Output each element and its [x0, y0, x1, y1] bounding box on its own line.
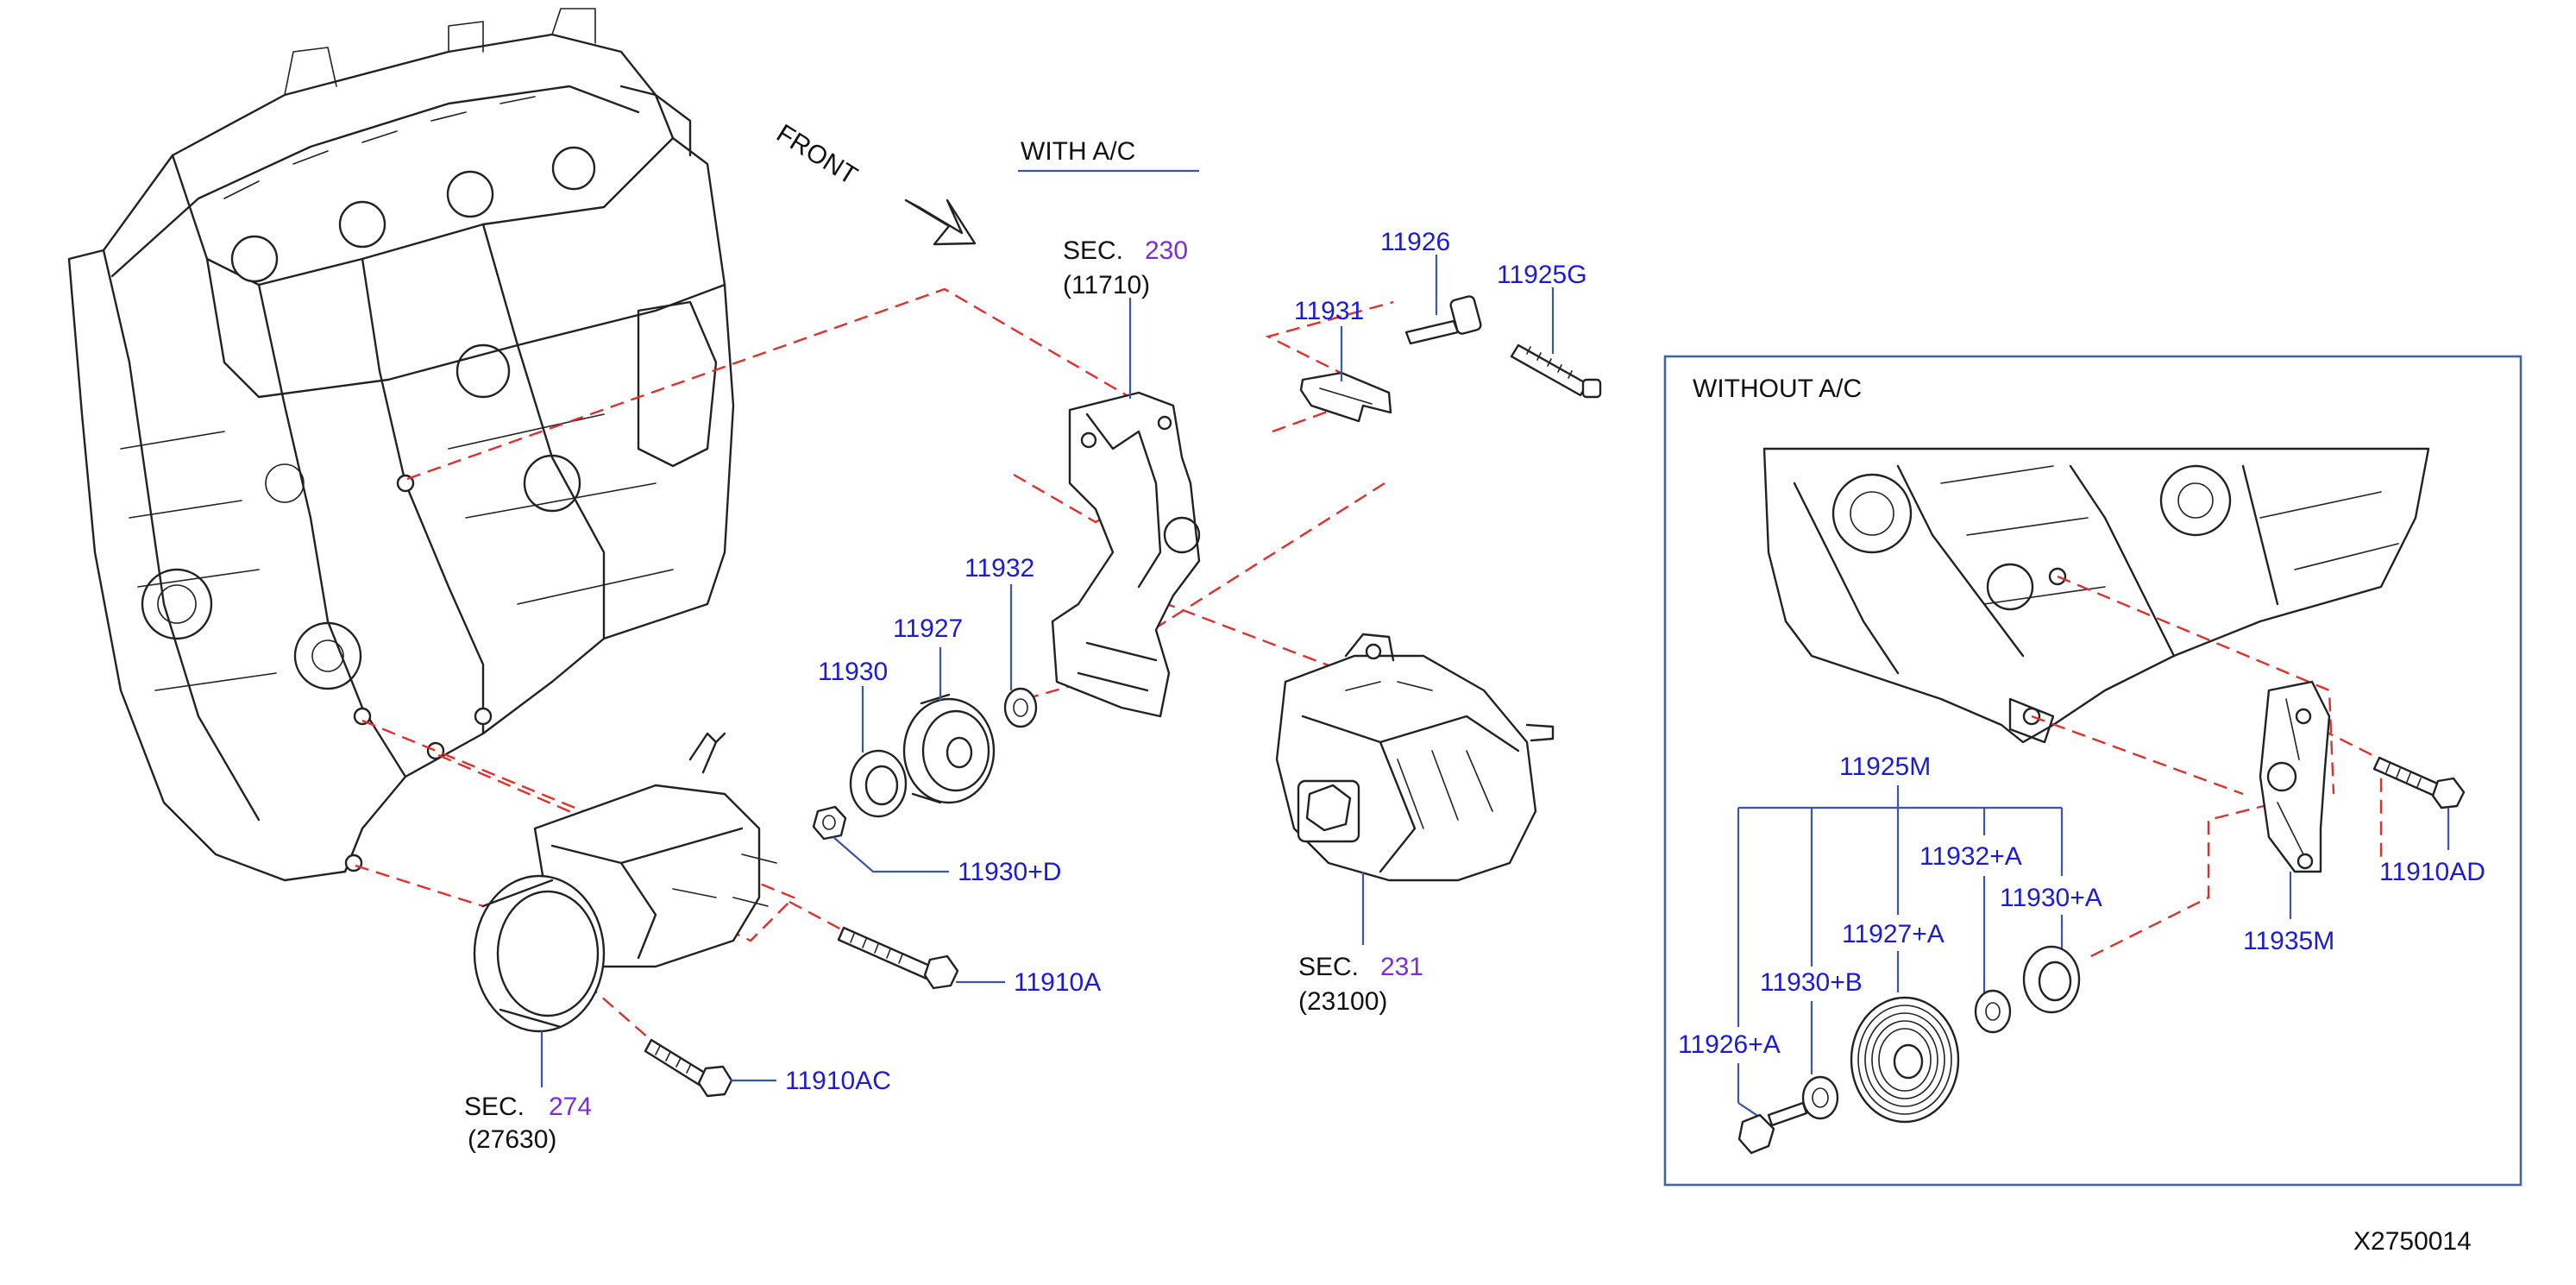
section-230-callout: SEC. 230 (11710) — [1063, 236, 1188, 299]
part-label-11931: 11931 — [1294, 297, 1364, 325]
part-label-11932-a: 11932+A — [1919, 842, 2022, 871]
part-label-11927-a: 11927+A — [1842, 920, 1945, 948]
part-label-11926-a: 11926+A — [1678, 1030, 1781, 1059]
bracket-11935m — [2259, 680, 2331, 873]
alternator — [1275, 633, 1555, 882]
engine-block-illustration — [67, 8, 735, 882]
sec-number: 230 — [1145, 236, 1188, 265]
washer-11932-a — [1974, 876, 2012, 1034]
bolt-11910ac — [644, 1038, 733, 1098]
engine-partial-illustration — [1762, 447, 2430, 744]
leader-tree-11925m — [1737, 785, 2064, 1027]
nut-11930-d — [812, 805, 847, 841]
idler-bracket — [1051, 391, 1201, 718]
without-ac-frame — [1663, 355, 2523, 1187]
part-label-11930-b: 11930+B — [1760, 968, 1863, 997]
part-label-11910a: 11910A — [1014, 968, 1101, 997]
part-label-11932: 11932 — [964, 554, 1034, 583]
sec-word: SEC. — [1063, 236, 1123, 265]
section-231-callout: SEC. 231 (23100) — [1298, 953, 1423, 1016]
sec-part-ref: (11710) — [1063, 271, 1150, 299]
part-label-11910ac: 11910AC — [785, 1067, 891, 1095]
bolt-11910a — [837, 926, 959, 990]
stud-11925g — [1510, 343, 1602, 399]
washer-11930-a — [2022, 915, 2081, 1014]
sec-word: SEC. — [464, 1093, 525, 1121]
idler-pulley-11927 — [902, 693, 996, 804]
section-274-callout: SEC. 274 (27630) — [464, 1093, 592, 1154]
part-label-11926: 11926 — [1380, 228, 1450, 256]
part-label-11910ad: 11910AD — [2379, 858, 2485, 886]
bracket-plate-11931 — [1299, 371, 1392, 423]
part-label-11925m: 11925M — [1839, 753, 1931, 781]
front-label: FRONT — [771, 119, 862, 191]
washer-11932 — [1003, 687, 1038, 728]
with-ac-heading: WITH A/C — [1021, 137, 1135, 166]
washer-11930-b — [1801, 1001, 1839, 1120]
part-label-11930-a: 11930+A — [2000, 884, 2102, 912]
sec-part-ref: (23100) — [1298, 987, 1387, 1016]
part-label-11930: 11930 — [818, 658, 888, 686]
bolt-11926 — [1404, 295, 1482, 345]
sec-number: 231 — [1380, 953, 1423, 981]
ribbed-pulley-11927-a — [1850, 951, 1960, 1124]
part-label-11927: 11927 — [893, 614, 963, 643]
part-label-11935m: 11935M — [2243, 927, 2334, 955]
sec-part-ref: (27630) — [468, 1125, 556, 1154]
part-label-11925g: 11925G — [1497, 261, 1587, 289]
sec-word: SEC. — [1298, 953, 1359, 981]
without-ac-heading: WITHOUT A/C — [1693, 375, 1862, 403]
drawing-id: X2750014 — [2353, 1227, 2472, 1256]
bolt-11910ad — [2372, 756, 2466, 809]
front-indicator: FRONT — [771, 119, 977, 246]
leader-11930-d — [832, 836, 949, 873]
bolt-11926-a — [1737, 1063, 1808, 1155]
part-label-11930-d: 11930+D — [958, 858, 1061, 886]
washer-11930 — [849, 749, 908, 818]
ac-compressor — [473, 732, 777, 1033]
sec-number: 274 — [549, 1093, 592, 1121]
